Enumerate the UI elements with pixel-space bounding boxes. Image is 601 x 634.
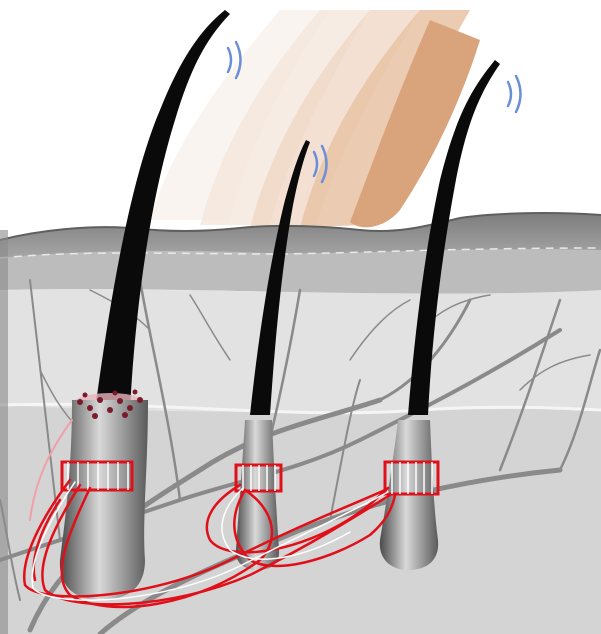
dermis-layer — [0, 285, 601, 412]
left-edge — [0, 230, 8, 634]
